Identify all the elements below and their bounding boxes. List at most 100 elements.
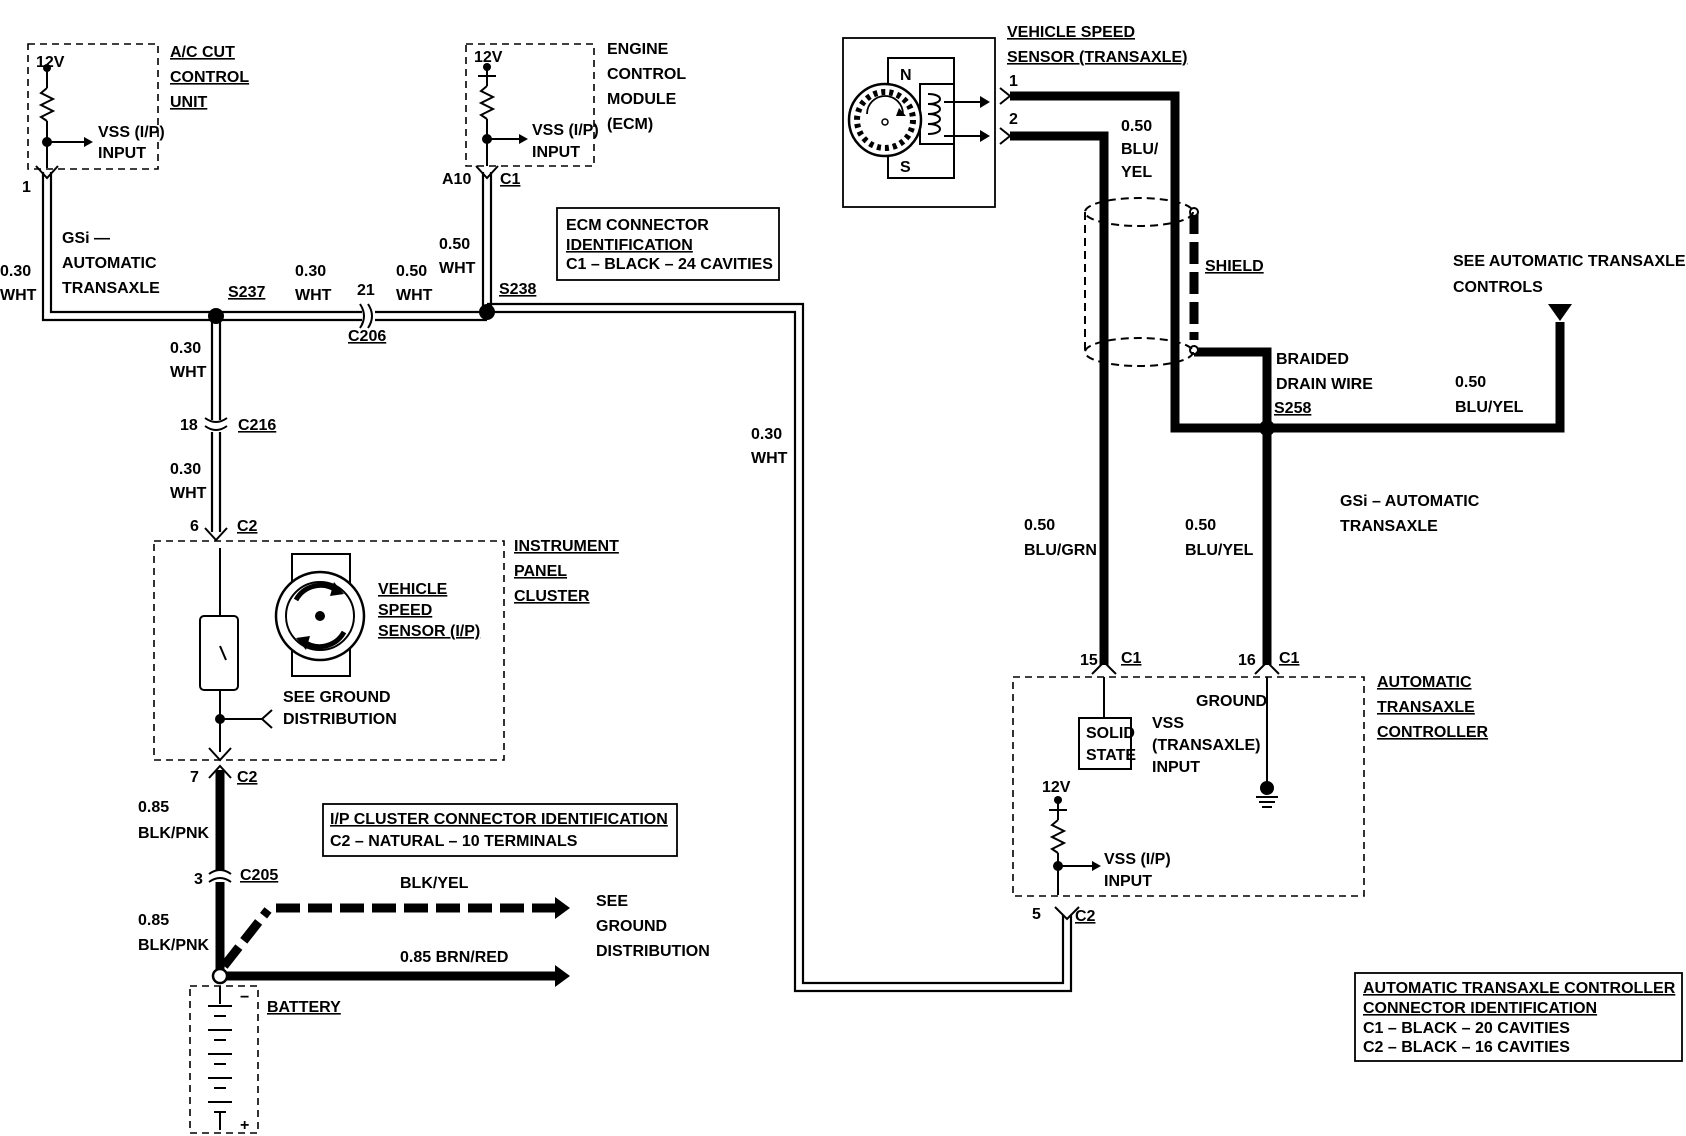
drain-label-2: DRAIN WIRE <box>1276 376 1373 393</box>
brn-red-arrow <box>555 965 570 987</box>
ecm-title-2: CONTROL <box>607 66 686 83</box>
shield-label: SHIELD <box>1205 258 1264 275</box>
long-wire-gauge: 0.30 <box>751 426 782 443</box>
c205-pin: 3 <box>194 871 203 888</box>
ecm-pin-label: A10 <box>442 171 471 188</box>
down-030b-color: WHT <box>170 485 207 502</box>
battery-label: BATTERY <box>267 999 341 1016</box>
see-ground-1: SEE <box>596 893 628 910</box>
s258-label: S258 <box>1274 400 1311 417</box>
ctrl-ground-label: GROUND <box>1196 693 1267 710</box>
blk-pnk-b-gauge: 0.85 <box>138 912 169 929</box>
vss-ip-sensor-icon <box>274 553 366 677</box>
ac-title-1: A/C CUT <box>170 44 235 61</box>
ac-title-2: CONTROL <box>170 69 249 86</box>
cluster-sensor-label-1: VEHICLE <box>378 581 448 598</box>
cluster-pin-top: 6 <box>190 518 199 535</box>
cluster-sensor-label-3: SENSOR (I/P) <box>378 623 480 640</box>
c216-pin: 18 <box>180 417 198 434</box>
blu-yel-top-color-1: BLU/ <box>1121 141 1159 158</box>
blu-yel-right-gauge: 0.50 <box>1455 374 1486 391</box>
see-trans-1: SEE AUTOMATIC TRANSAXLE <box>1453 253 1686 270</box>
cluster-conn-bot: C2 <box>237 769 258 786</box>
gsi-right-1: GSi – AUTOMATIC <box>1340 493 1480 510</box>
c206-connector-mark <box>359 303 365 329</box>
ecm-title-1: ENGINE <box>607 41 669 58</box>
blk-pnk-a-gauge: 0.85 <box>138 799 169 816</box>
down-030b-gauge: 0.30 <box>170 461 201 478</box>
mid-050-gauge: 0.50 <box>396 263 427 280</box>
ctrl-pin-15: 15 <box>1080 652 1098 669</box>
ecm-wire-gauge: 0.50 <box>439 236 470 253</box>
ground-wire-labels: 0.85 BLK/PNK 3 C205 0.85 BLK/PNK BLK/YEL… <box>138 799 710 966</box>
ctrl-ip-input-2: INPUT <box>1104 873 1152 890</box>
ctrl-conn-5: C2 <box>1075 908 1096 925</box>
cluster-ground-label-1: SEE GROUND <box>283 689 391 706</box>
blk-yel-arrow <box>555 897 570 919</box>
gsi-right-2: TRANSAXLE <box>1340 518 1438 535</box>
atc-conn-id-2: CONNECTOR IDENTIFICATION <box>1363 1000 1597 1017</box>
cluster-ground-label-2: DISTRIBUTION <box>283 711 397 728</box>
ecm-wire-color: WHT <box>439 260 476 277</box>
ecm-conn-id-3: C1 – BLACK – 24 CAVITIES <box>566 256 773 273</box>
cluster-switch-icon <box>199 615 239 691</box>
vss-pin-2: 2 <box>1009 111 1018 128</box>
see-controls-arrow <box>1548 304 1572 321</box>
blu-grn-color: BLU/GRN <box>1024 542 1097 559</box>
mid-030-color: WHT <box>295 287 332 304</box>
cluster-title-2: PANEL <box>514 563 567 580</box>
ctrl-12v-label: 12V <box>1042 779 1071 796</box>
gsi-left-3: TRANSAXLE <box>62 280 160 297</box>
ctrl-title-1: AUTOMATIC <box>1377 674 1472 691</box>
ecm-conn-id-1: ECM CONNECTOR <box>566 217 709 234</box>
mid-030-gauge: 0.30 <box>295 263 326 280</box>
ecm-title-4: (ECM) <box>607 116 653 133</box>
c206-label: C206 <box>348 328 386 345</box>
cluster-title-1: INSTRUMENT <box>514 538 619 555</box>
wht-wire-labels: 0.30 WHT GSi — AUTOMATIC TRANSAXLE S237 … <box>0 230 788 502</box>
splice-s238 <box>479 304 495 320</box>
ecm-connector-id-box: ECM CONNECTOR IDENTIFICATION C1 – BLACK … <box>556 207 780 281</box>
blk-yel-label: BLK/YEL <box>400 875 469 892</box>
ctrl-pin-16: 16 <box>1238 652 1256 669</box>
ac-wire-gauge: 0.30 <box>0 263 31 280</box>
ecm-input-label-1: VSS (I/P) <box>532 122 599 139</box>
battery: − + BATTERY <box>189 985 341 1134</box>
splice-s237 <box>208 308 224 324</box>
blu-yel-mid-gauge: 0.50 <box>1185 517 1216 534</box>
blu-yel-top-color-2: YEL <box>1121 164 1152 181</box>
ecm-input-label-2: INPUT <box>532 144 580 161</box>
gsi-left-2: AUTOMATIC <box>62 255 157 272</box>
ip-conn-id-2: C2 – NATURAL – 10 TERMINALS <box>330 833 578 850</box>
ctrl-conn-15: C1 <box>1121 650 1142 667</box>
see-ground-3: DISTRIBUTION <box>596 943 710 960</box>
ac-12v-label: 12V <box>36 54 65 71</box>
ip-connector-id-box: I/P CLUSTER CONNECTOR IDENTIFICATION C2 … <box>322 803 678 857</box>
atc-conn-id-3: C1 – BLACK – 20 CAVITIES <box>1363 1020 1570 1037</box>
vss-transaxle-sensor: N S VEHICLE SPEED SENSOR (TRANSAXLE) 1 2 <box>842 24 1187 208</box>
c205-label: C205 <box>240 867 278 884</box>
magnet-rotor-icon <box>847 57 990 179</box>
down-030a-color: WHT <box>170 364 207 381</box>
s237-label: S237 <box>228 284 265 301</box>
see-trans-2: CONTROLS <box>1453 279 1543 296</box>
ecm-module: 12V VSS (I/P) INPUT ENGINE CONTROL MODUL… <box>442 41 686 188</box>
vss-transaxle-title-2: SENSOR (TRANSAXLE) <box>1007 49 1187 66</box>
atc-connector-id-box: AUTOMATIC TRANSAXLE CONTROLLER CONNECTOR… <box>1354 972 1683 1062</box>
ecm-conn-id-2: IDENTIFICATION <box>566 237 693 254</box>
solid-state-2: STATE <box>1086 747 1136 764</box>
s238-label: S238 <box>499 281 536 298</box>
signal-wire-labels: 0.50 BLU/ YEL SHIELD BRAIDED DRAIN WIRE … <box>1024 118 1686 559</box>
automatic-transaxle-controller: SOLID STATE VSS (TRANSAXLE) INPUT GROUND… <box>1012 650 1489 925</box>
blu-yel-top-gauge: 0.50 <box>1121 118 1152 135</box>
see-ground-2: GROUND <box>596 918 667 935</box>
ctrl-ground-icon <box>1260 781 1274 795</box>
pole-s-label: S <box>900 159 911 176</box>
ctrl-title-3: CONTROLLER <box>1377 724 1489 741</box>
ctrl-vss-input-3: INPUT <box>1152 759 1200 776</box>
ac-title-3: UNIT <box>170 94 208 111</box>
blk-pnk-b-color: BLK/PNK <box>138 937 210 954</box>
vss-pin-1: 1 <box>1009 73 1018 90</box>
ground-wires <box>208 764 570 987</box>
solid-state-block <box>1078 717 1132 770</box>
